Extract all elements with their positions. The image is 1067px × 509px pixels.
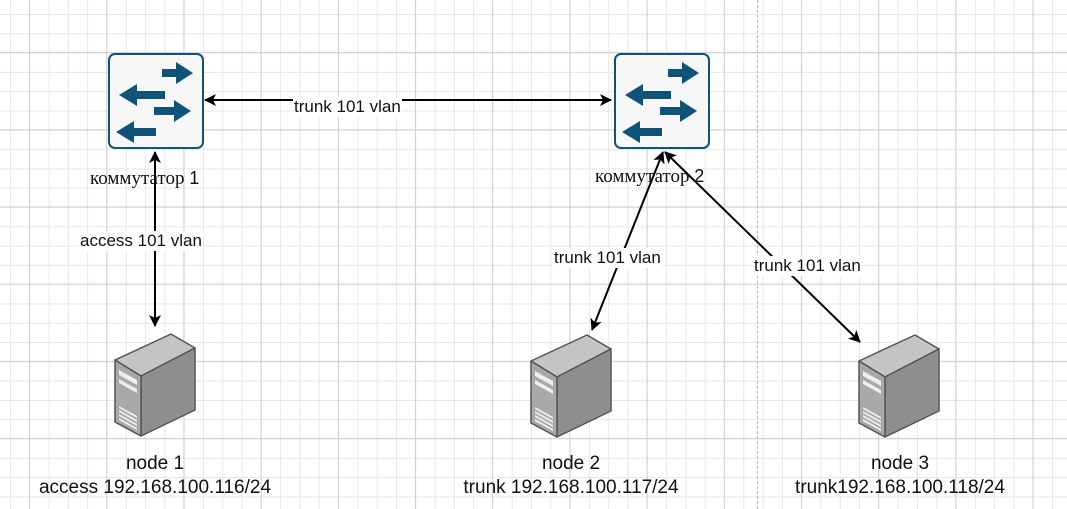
node-3-name: node 3	[870, 453, 930, 474]
node-1-name: node 1	[125, 453, 185, 474]
switch-1[interactable]	[108, 53, 204, 149]
switch-1-label-word: коммутатор	[90, 168, 185, 189]
switch-2-label: коммутатор 2	[595, 165, 704, 188]
link-sw2-node3[interactable]	[664, 151, 861, 343]
link-sw2-node2[interactable]	[590, 151, 665, 331]
switch-2-label-number: 2	[694, 166, 705, 186]
server-tower-icon[interactable]	[857, 333, 941, 439]
server-tower-icon[interactable]	[113, 332, 197, 438]
link-label-sw2-node3: trunk 101 vlan	[753, 256, 862, 276]
link-label-sw1-node1: access 101 vlan	[79, 231, 203, 251]
node-3-address: trunk192.168.100.118/24	[795, 477, 1005, 498]
switch-2-label-word: коммутатор	[595, 166, 690, 187]
node-1-address: access 192.168.100.116/24	[38, 477, 272, 498]
node-2-label: node 2 trunk 192.168.100.117/24	[421, 452, 721, 500]
network-switch-icon	[622, 62, 699, 143]
server-tower-icon[interactable]	[529, 333, 613, 439]
node-2-name: node 2	[541, 453, 601, 474]
node-3-label: node 3 trunk192.168.100.118/24	[750, 452, 1050, 500]
link-label-sw1-sw2: trunk 101 vlan	[293, 97, 402, 117]
network-switch-icon	[116, 62, 193, 143]
node-1-label: node 1 access 192.168.100.116/24	[5, 452, 305, 500]
switch-1-label-number: 1	[189, 168, 200, 188]
switch-2[interactable]	[614, 53, 710, 149]
link-label-sw2-node2: trunk 101 vlan	[553, 248, 662, 268]
switch-1-label: коммутатор 1	[90, 167, 199, 190]
node-2-address: trunk 192.168.100.117/24	[463, 477, 679, 498]
